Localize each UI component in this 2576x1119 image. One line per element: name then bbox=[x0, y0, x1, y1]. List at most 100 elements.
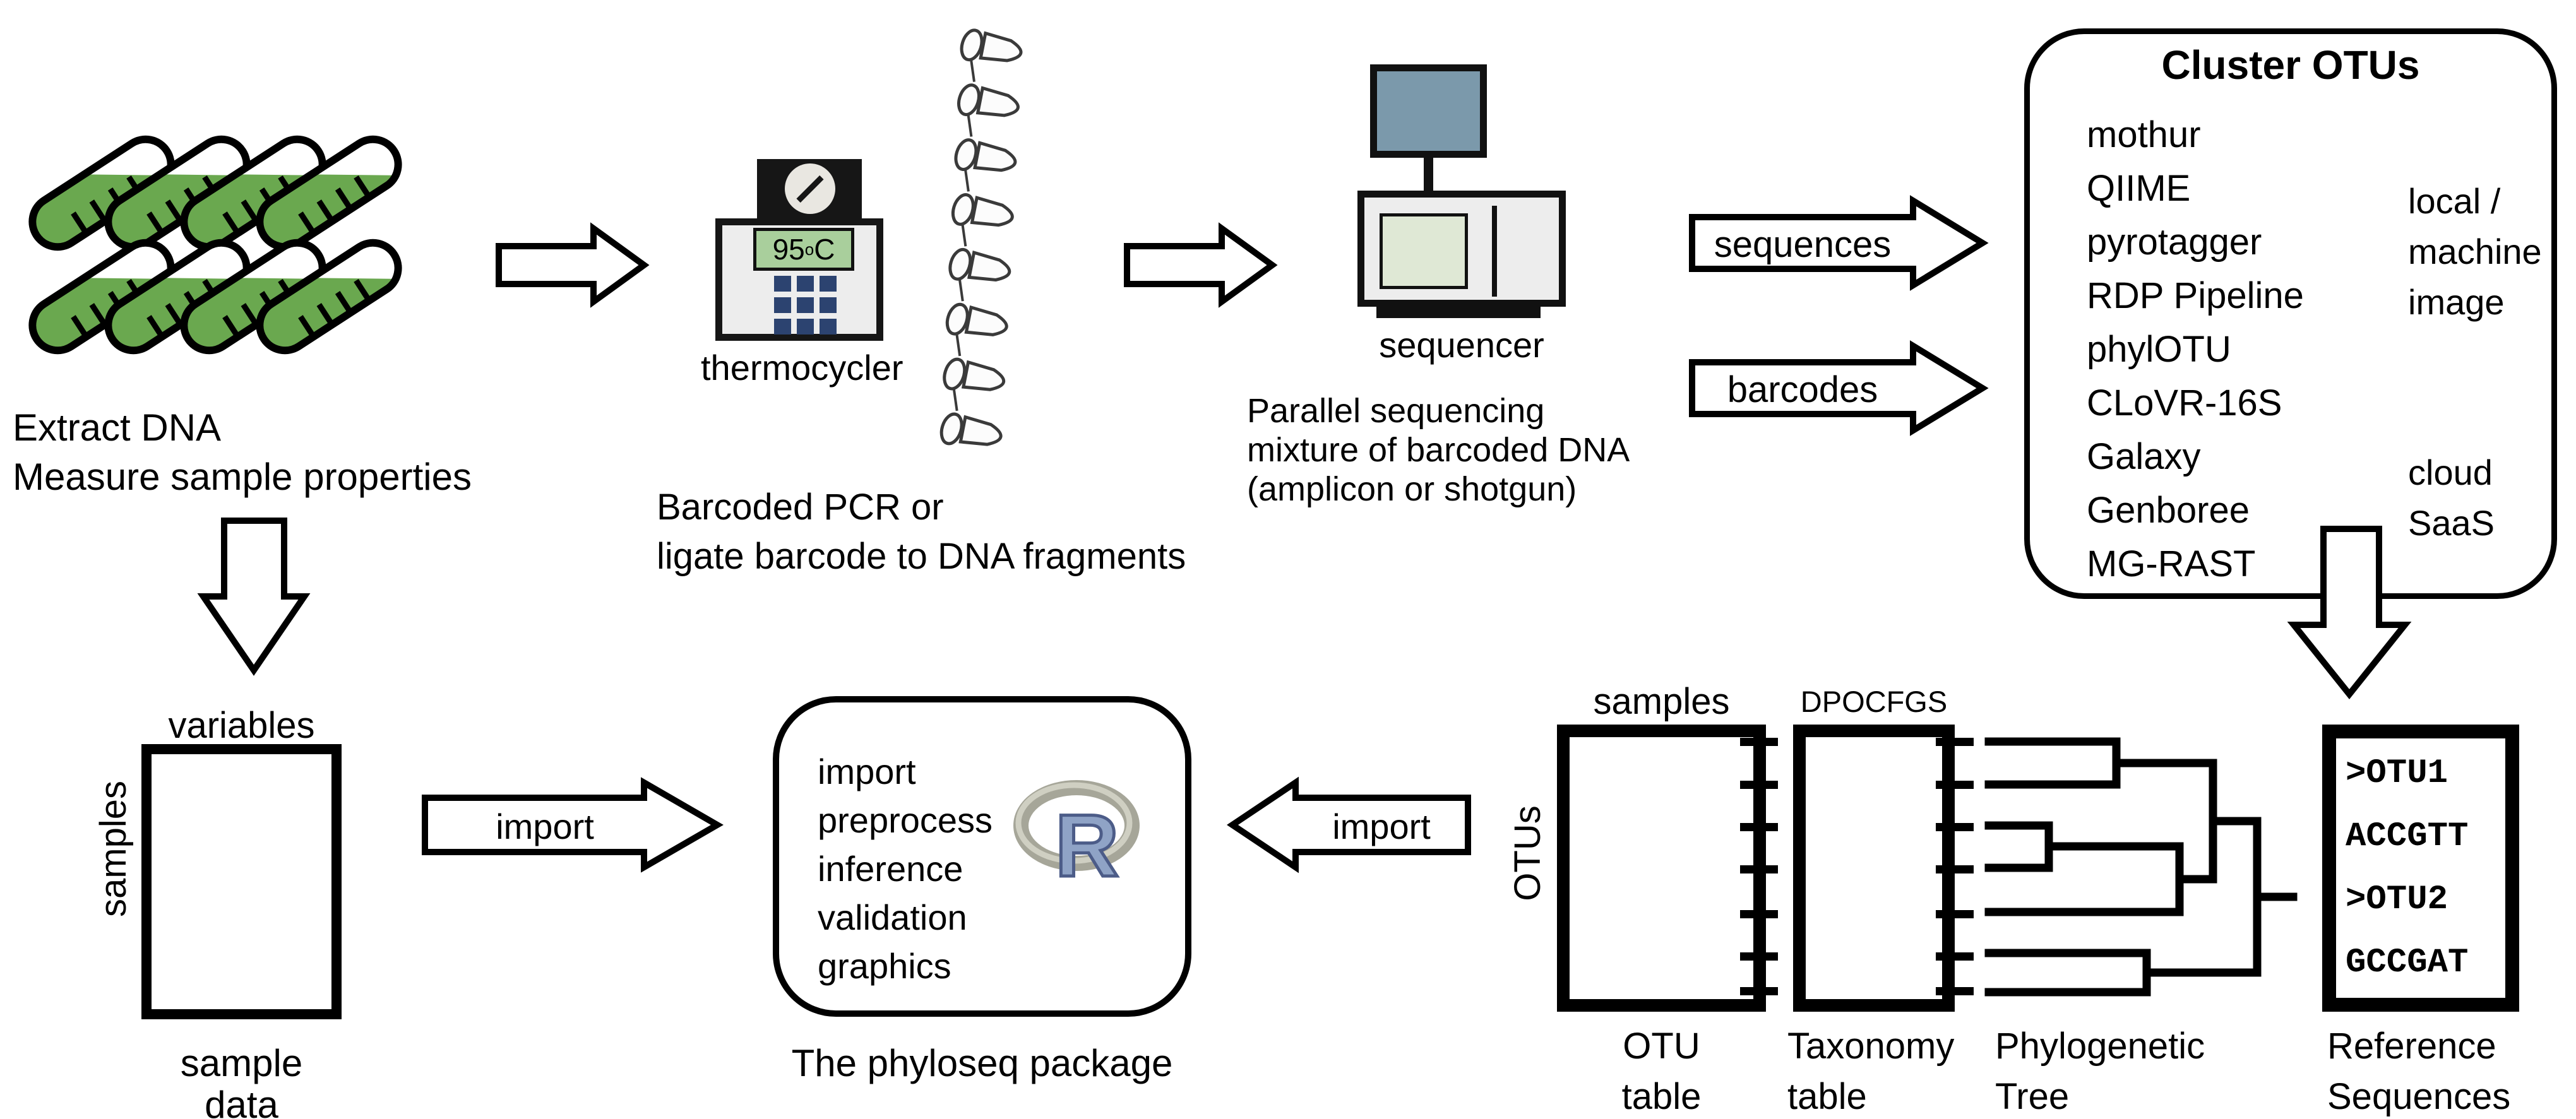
taxonomy-row-tick bbox=[1936, 865, 1974, 873]
otu-row-tick bbox=[1740, 910, 1778, 918]
fasta-line-1: >OTU1 bbox=[2346, 754, 2448, 793]
extract-caption-line2: Measure sample properties bbox=[13, 456, 472, 498]
otu-row-tick bbox=[1740, 865, 1778, 873]
display-unit: C bbox=[814, 233, 835, 266]
pcr-strip-icon bbox=[947, 28, 1086, 477]
refseq-caption-line2: Sequences bbox=[2327, 1076, 2511, 1117]
otu-row-tick bbox=[1740, 738, 1778, 746]
sequencer-base bbox=[1376, 307, 1541, 318]
taxonomy-table-matrix bbox=[1793, 725, 1955, 1012]
phylogenetic-tree-icon bbox=[1984, 737, 2298, 997]
sequencer-label: sequencer bbox=[1379, 325, 1544, 365]
import-arrow-right bbox=[1227, 776, 1471, 873]
down-arrow-left bbox=[197, 518, 311, 676]
keypad-button bbox=[820, 297, 837, 313]
cluster-tool-galaxy: Galaxy bbox=[2087, 436, 2201, 477]
deploy-cloud-line2: SaaS bbox=[2408, 503, 2495, 543]
taxonomy-row-tick bbox=[1936, 738, 1974, 746]
taxonomy-row-tick bbox=[1936, 910, 1974, 918]
barcodes-arrow bbox=[1689, 340, 1989, 436]
tree-caption-line2: Tree bbox=[1995, 1076, 2070, 1117]
sequencer-monitor bbox=[1370, 64, 1487, 158]
otu-table-caption-line1: OTU bbox=[1623, 1026, 1700, 1067]
cluster-tool-phylotu: phylOTU bbox=[2087, 329, 2231, 370]
sequencer-caption-line2: mixture of barcoded DNA bbox=[1247, 431, 1630, 469]
sequencer-caption-line3: (amplicon or shotgun) bbox=[1247, 470, 1577, 508]
keypad-button bbox=[820, 276, 837, 292]
sample-data-matrix bbox=[141, 744, 342, 1019]
taxonomy-row-tick bbox=[1936, 952, 1974, 961]
barcodes-flow-label: barcodes bbox=[1727, 369, 1878, 410]
fasta-line-3: >OTU2 bbox=[2346, 880, 2448, 919]
taxonomy-row-tick bbox=[1936, 823, 1974, 831]
keypad-button bbox=[774, 319, 791, 335]
thermocycler-label: thermocycler bbox=[701, 348, 903, 388]
phyloseq-fn-inference: inference bbox=[818, 849, 963, 889]
import-right-label: import bbox=[1332, 807, 1431, 846]
thermocycler-top bbox=[757, 159, 862, 218]
down-arrow-right bbox=[2287, 526, 2412, 700]
phyloseq-fn-validation: validation bbox=[818, 897, 967, 937]
otu-table-caption-line2: table bbox=[1621, 1076, 1702, 1117]
keypad-button bbox=[797, 276, 814, 292]
pcr-caption-line2: ligate barcode to DNA fragments bbox=[657, 536, 1186, 577]
deploy-cloud-line1: cloud bbox=[2408, 453, 2493, 492]
deploy-local-line1: local / bbox=[2408, 181, 2501, 221]
otu-table-side-label: OTUs bbox=[1507, 805, 1548, 901]
display-degree: o bbox=[804, 239, 814, 259]
reference-sequences-box bbox=[2322, 725, 2519, 1012]
fasta-line-2: ACCGTT bbox=[2346, 817, 2469, 856]
display-temp: 95 bbox=[772, 233, 805, 266]
phyloseq-fn-preprocess: preprocess bbox=[818, 800, 993, 840]
phyloseq-function-list: import preprocess inference validation g… bbox=[818, 752, 993, 995]
taxonomy-caption-line2: table bbox=[1787, 1076, 1867, 1117]
cluster-otus-box bbox=[2024, 28, 2557, 599]
r-logo-icon: R bbox=[1013, 780, 1140, 897]
thermocycler-keypad bbox=[774, 276, 837, 335]
extract-caption-line1: Extract DNA bbox=[13, 406, 222, 449]
cluster-tool-mothur: mothur bbox=[2087, 114, 2201, 155]
deploy-local-line3: image bbox=[2408, 282, 2505, 322]
cluster-tool-list: mothur QIIME pyrotagger RDP Pipeline phy… bbox=[2087, 115, 2304, 598]
thermocycler-dial-icon bbox=[785, 163, 835, 214]
cluster-tool-pyrotagger: pyrotagger bbox=[2087, 222, 2262, 263]
cluster-tool-rdp-pipeline: RDP Pipeline bbox=[2087, 275, 2304, 316]
cluster-title: Cluster OTUs bbox=[2161, 42, 2420, 88]
sequencer-slot bbox=[1492, 206, 1497, 297]
phyloseq-fn-import: import bbox=[818, 752, 916, 791]
deploy-local-line2: machine bbox=[2408, 232, 2542, 271]
import-arrow-left bbox=[422, 777, 724, 873]
otu-row-tick bbox=[1740, 823, 1778, 831]
flow-arrow-2 bbox=[1124, 222, 1278, 308]
otu-row-tick bbox=[1740, 987, 1778, 995]
cluster-tool-genboree: Genboree bbox=[2087, 490, 2250, 531]
keypad-button bbox=[797, 297, 814, 313]
sample-data-side-label: samples bbox=[93, 781, 134, 917]
taxonomy-top-label: DPOCFGS bbox=[1800, 685, 1948, 718]
sequences-flow-label: sequences bbox=[1714, 224, 1892, 265]
phyloseq-fn-graphics: graphics bbox=[818, 946, 951, 986]
cluster-tool-mg-rast: MG-RAST bbox=[2087, 543, 2256, 584]
otu-row-tick bbox=[1740, 781, 1778, 789]
fasta-line-4: GCCGAT bbox=[2346, 944, 2469, 982]
cluster-tool-qiime: QIIME bbox=[2087, 168, 2191, 209]
keypad-button bbox=[797, 319, 814, 335]
r-letter: R bbox=[1055, 796, 1119, 895]
sequences-arrow bbox=[1689, 195, 1989, 291]
keypad-button bbox=[774, 276, 791, 292]
otu-row-tick bbox=[1740, 952, 1778, 961]
phyloseq-caption: The phyloseq package bbox=[791, 1042, 1173, 1084]
import-left-label: import bbox=[496, 807, 594, 846]
refseq-caption-line1: Reference bbox=[2327, 1026, 2496, 1067]
keypad-button bbox=[774, 297, 791, 313]
otu-table-matrix bbox=[1557, 725, 1766, 1012]
cluster-tool-clovr-16s: CLoVR-16S bbox=[2087, 382, 2282, 423]
keypad-button bbox=[820, 319, 837, 335]
tree-caption-line1: Phylogenetic bbox=[1995, 1026, 2205, 1067]
taxonomy-caption-line1: Taxonomy bbox=[1787, 1026, 1955, 1067]
sequencer-caption-line1: Parallel sequencing bbox=[1247, 392, 1545, 430]
sample-data-caption: sample data bbox=[180, 1042, 303, 1119]
